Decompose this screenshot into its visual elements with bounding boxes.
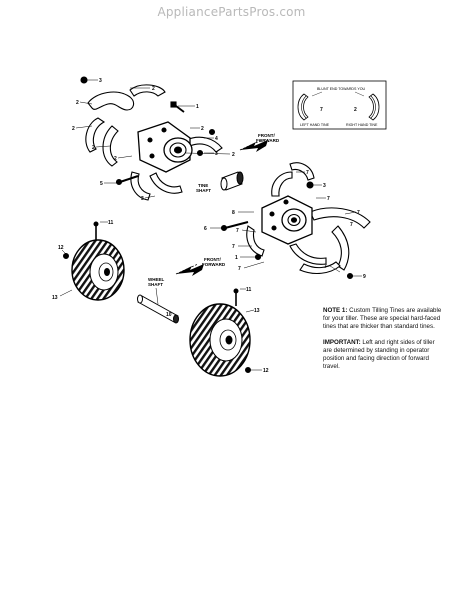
callout-3: 3 xyxy=(99,78,102,84)
wheel-shaft-label: WHEEL xyxy=(148,277,165,282)
site-watermark: AppliancePartsPros.com xyxy=(157,5,306,19)
note-1-heading: NOTE 1: xyxy=(323,307,348,314)
right-wheel xyxy=(189,303,251,377)
callout-10: 10 xyxy=(166,312,172,318)
callout-7: 7 xyxy=(236,228,239,234)
callout-9: 9 xyxy=(363,274,366,280)
inset-right-number: 2 xyxy=(354,107,357,113)
left-tine-assembly xyxy=(80,76,223,201)
leader-lines-wheels xyxy=(59,221,262,371)
callout-13: 13 xyxy=(52,295,58,301)
front-forward-label: FORWARD xyxy=(256,138,280,143)
tine-lower-1 xyxy=(130,171,151,201)
right-tine-assembly xyxy=(220,162,371,280)
tine-r-bottom xyxy=(299,261,341,275)
callout-8: 8 xyxy=(232,210,235,216)
callout-1: 1 xyxy=(235,255,238,261)
front-forward-label: FRONT/ xyxy=(204,257,221,262)
left-wheel xyxy=(71,239,125,301)
callout-7: 7 xyxy=(324,264,327,270)
callout-11: 11 xyxy=(108,220,114,226)
tine-r-lower-2 xyxy=(246,225,265,257)
callout-11: 11 xyxy=(246,287,252,293)
inset-right-caption: RIGHT HAND TINE xyxy=(346,123,378,127)
callout-3: 3 xyxy=(215,151,218,157)
callout-3: 3 xyxy=(141,196,144,202)
wheel-hardware xyxy=(63,221,251,373)
callout-7: 7 xyxy=(327,196,330,202)
tine-right-1 xyxy=(185,136,223,153)
callout-6: 6 xyxy=(204,226,207,232)
tine-r-upper-2 xyxy=(289,162,315,181)
tine-shaft xyxy=(220,171,244,191)
tine-left-2 xyxy=(102,125,119,167)
note-1-text: Custom Tilling Tines are available for y… xyxy=(323,307,442,331)
tine-r-long xyxy=(309,207,371,229)
important-heading: IMPORTANT: xyxy=(323,338,361,346)
callout-2: 2 xyxy=(152,86,155,92)
callout-7: 7 xyxy=(238,266,241,272)
inset-title: BLUNT END TOWARDS YOU xyxy=(317,87,366,91)
tine-r-upper xyxy=(271,171,293,197)
leader-lines-right xyxy=(210,171,362,277)
callout-2: 2 xyxy=(201,126,204,132)
callout-2: 2 xyxy=(232,152,235,158)
callout-13: 13 xyxy=(254,308,260,314)
front-forward-arrow-mid xyxy=(175,263,204,276)
inset-left-caption: LEFT HAND TINE xyxy=(300,123,330,127)
important-note: IMPORTANT: Left and right sides of tille… xyxy=(323,339,445,372)
tine-left-1 xyxy=(85,117,106,153)
tine-lower-2 xyxy=(149,172,183,194)
callout-7: 7 xyxy=(350,222,353,228)
wheel-shaft-label: SHAFT xyxy=(148,282,163,287)
important-text: Left and right sides of tiller are deter… xyxy=(323,338,435,371)
tine-shaft-label: TINE xyxy=(198,183,208,188)
tine-r-lower xyxy=(289,243,327,265)
callout-3: 3 xyxy=(323,183,326,189)
notes-block: NOTE 1: Custom Tilling Tines are availab… xyxy=(323,307,445,378)
callout-1: 1 xyxy=(196,104,199,110)
front-forward-label: FORWARD xyxy=(202,262,226,267)
front-forward-arrow-top xyxy=(239,139,268,152)
leader-line xyxy=(155,287,159,305)
callout-12: 12 xyxy=(58,245,64,251)
tine-upper-2 xyxy=(129,84,166,97)
tine-upper-1 xyxy=(87,91,135,111)
callout-12: 12 xyxy=(263,368,269,374)
inset-left-number: 7 xyxy=(320,107,323,113)
callout-7: 7 xyxy=(306,170,309,176)
callout-2: 2 xyxy=(76,100,79,106)
callout-4: 4 xyxy=(215,136,218,142)
callout-5: 5 xyxy=(100,181,103,187)
callout-2: 2 xyxy=(114,156,117,162)
callout-2: 2 xyxy=(92,145,95,151)
front-forward-label: FRONT/ xyxy=(258,133,275,138)
callout-7: 7 xyxy=(357,210,360,216)
callout-2: 2 xyxy=(72,126,75,132)
tine-orientation-inset xyxy=(292,80,387,130)
wheel-shaft xyxy=(137,294,179,324)
leader-lines-left xyxy=(75,79,231,199)
note-1: NOTE 1: Custom Tilling Tines are availab… xyxy=(323,307,445,332)
callout-7: 7 xyxy=(232,244,235,250)
tine-shaft-label: SHAFT xyxy=(196,188,211,193)
